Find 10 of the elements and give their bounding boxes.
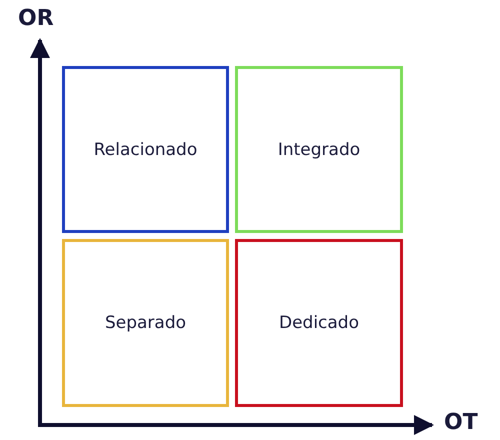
quadrant-box [62,239,229,407]
quadrant-label: Relacionado [94,140,198,160]
quadrant-box [62,66,229,233]
y-axis-label: OR [18,6,54,31]
quadrant-label: Integrado [278,140,360,160]
quadrant-box [235,239,403,407]
quadrant-box [235,66,403,233]
x-axis-label: OT [444,410,478,435]
quadrant-label: Separado [104,313,186,333]
quadrant-label: Dedicado [278,313,360,333]
